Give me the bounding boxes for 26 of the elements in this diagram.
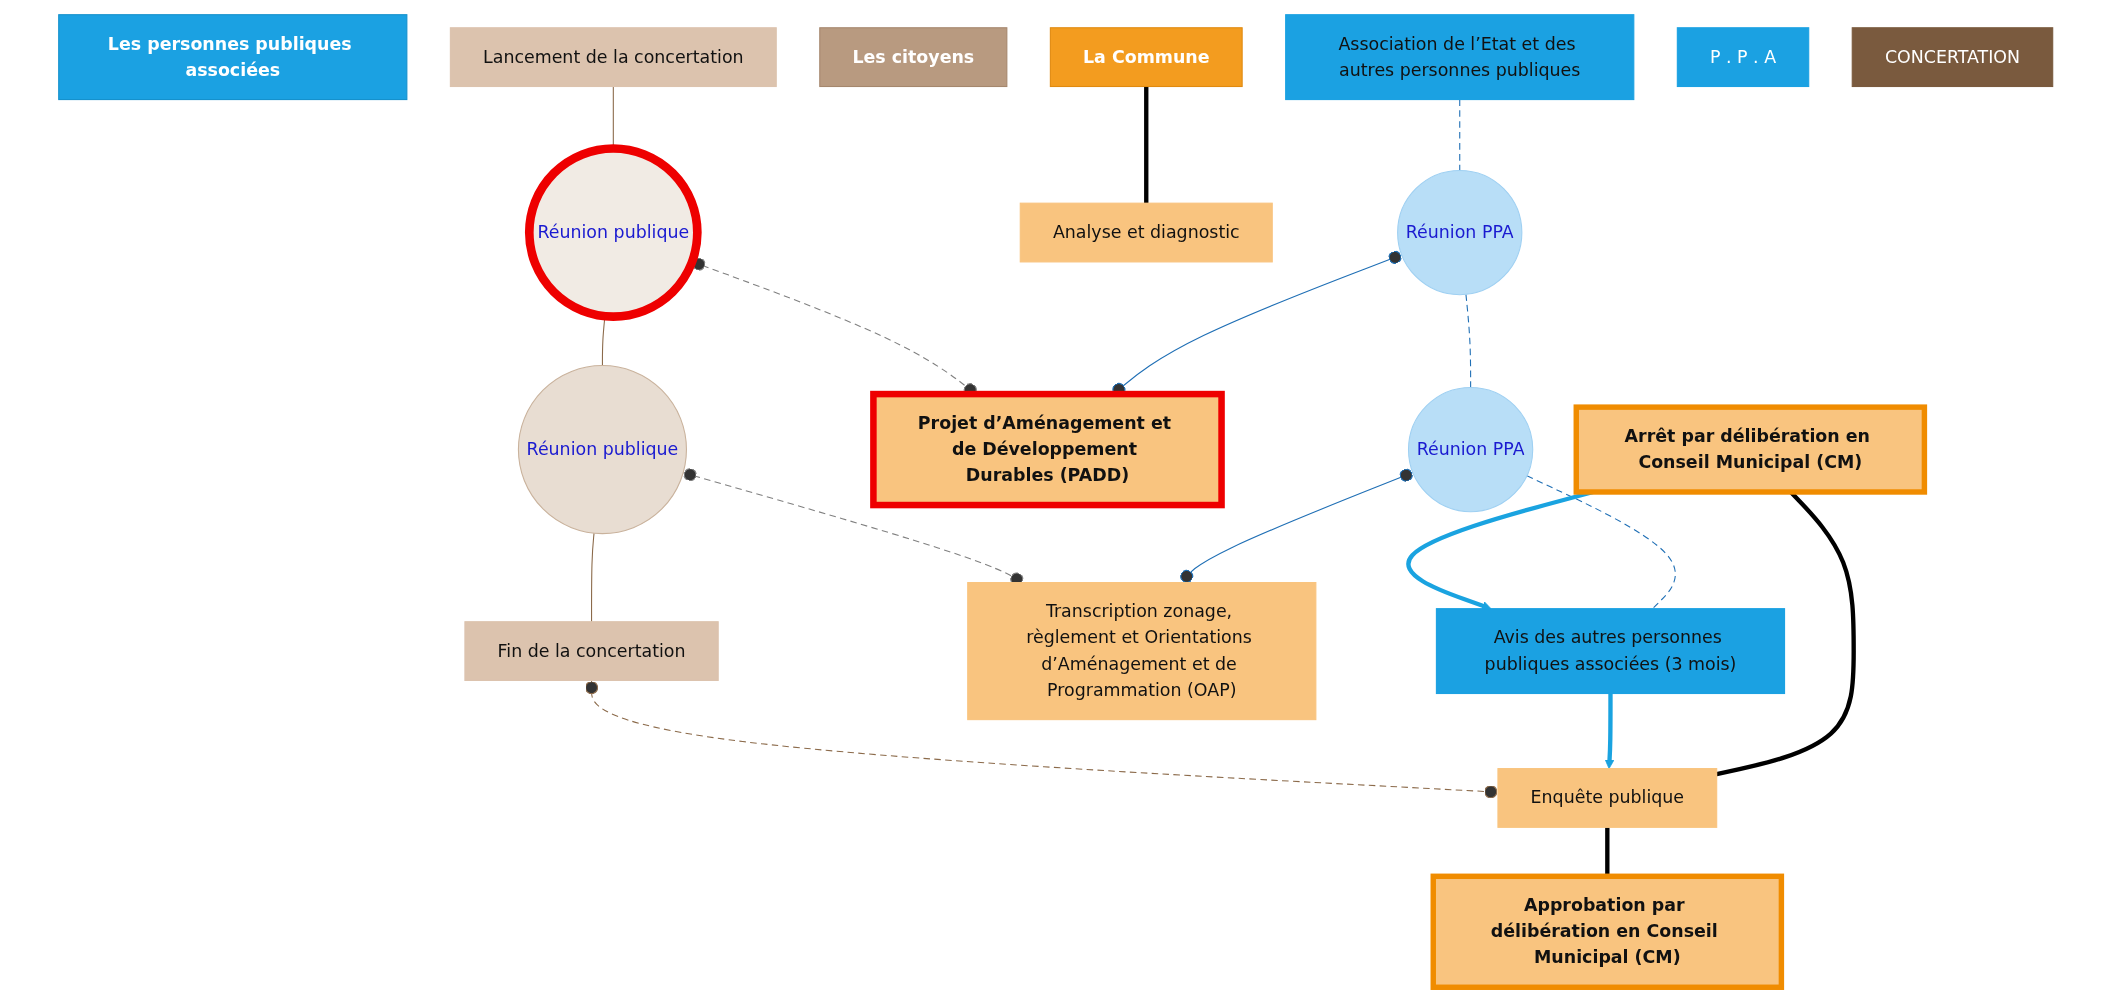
- node-box: Analyse et diagnostic: [1019, 202, 1273, 262]
- node-box: Avis des autres personnes publiques associées (3 mois): [1435, 607, 1785, 694]
- connector: [1604, 826, 1610, 876]
- node-box: Lancement de la concertation: [449, 26, 777, 87]
- node-circle: Réunion PPA: [1396, 169, 1523, 295]
- connector: [1143, 86, 1149, 203]
- node-box: P . P . A: [1676, 26, 1810, 87]
- node-circle: Réunion PPA: [1407, 386, 1534, 512]
- connector: [1526, 474, 1676, 609]
- connector: [1179, 468, 1414, 583]
- node-box: Enquête publique: [1497, 767, 1718, 828]
- node-box: Association de l’Etat et des autres personnes publiques: [1284, 13, 1635, 100]
- node-box: Arrêt par délibération en Conseil Municipal (CM): [1573, 403, 1927, 495]
- node-box: Approbation par délibération en Conseil Municipal (CM): [1430, 873, 1784, 990]
- node-box: Les personnes publiques associées: [57, 13, 408, 100]
- node-box: Transcription zonage, règlement et Orientations d’Aménagement et de Programmation (OAP): [966, 581, 1317, 720]
- arrow: [1604, 693, 1615, 769]
- node-box: Fin de la concertation: [464, 620, 719, 681]
- connector: [1465, 293, 1471, 388]
- node-box: CONCERTATION: [1851, 26, 2054, 87]
- node-circle: Réunion publique: [517, 364, 687, 534]
- node-box: Les citoyens: [819, 26, 1008, 87]
- node-box: La Commune: [1049, 26, 1243, 87]
- node-box: Projet d’Aménagement et de Développement Durables (PADD): [869, 390, 1225, 508]
- node-circle: Réunion publique: [524, 143, 702, 321]
- connector: [590, 532, 595, 622]
